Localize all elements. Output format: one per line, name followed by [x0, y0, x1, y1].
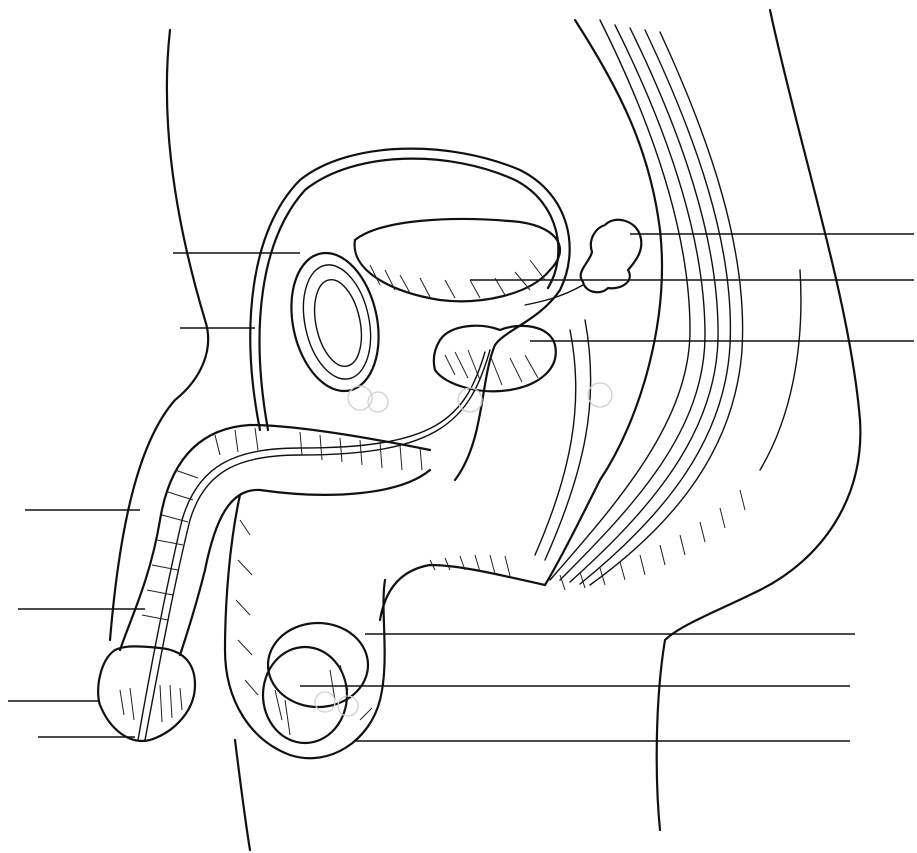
urethra	[145, 350, 490, 740]
prostate	[434, 326, 556, 392]
ejaculatory-duct	[525, 285, 583, 305]
penis-outline-lower	[180, 470, 430, 655]
pubic-bone	[279, 245, 390, 399]
watermark	[315, 383, 612, 716]
thigh-outline	[235, 740, 250, 850]
seminal-vesicle	[581, 220, 642, 292]
glans-hatching	[120, 685, 182, 722]
perineum-outline	[380, 565, 545, 620]
back-outline-outer	[657, 10, 861, 830]
abdomen-outline	[110, 30, 208, 640]
rectal-muscle-bands	[535, 20, 801, 585]
scrotum-hatching	[236, 520, 372, 720]
urethra-inner	[138, 352, 485, 740]
back-outline-inner	[545, 20, 662, 585]
leader-lines	[8, 234, 914, 741]
